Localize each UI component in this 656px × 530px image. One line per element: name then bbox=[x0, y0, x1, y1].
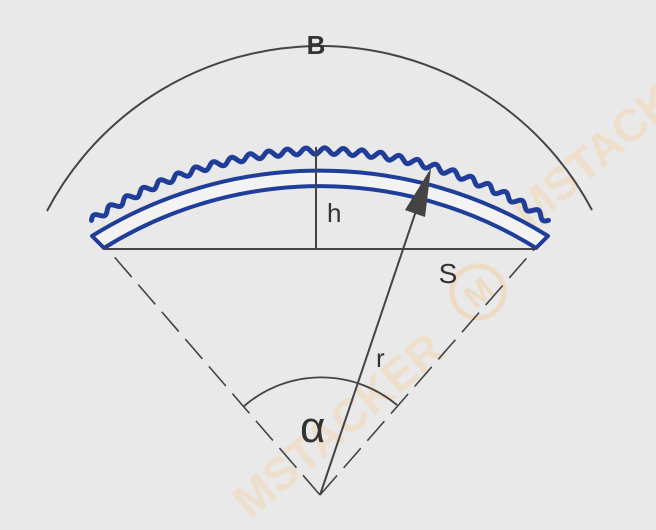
label-s: S bbox=[439, 258, 458, 289]
radius-arrowhead bbox=[405, 168, 431, 217]
left-radius-dashed bbox=[103, 244, 321, 496]
outer-arc-b bbox=[46, 45, 593, 212]
curved-band bbox=[89, 145, 551, 250]
curved-band-wavy-edge bbox=[89, 145, 551, 224]
label-alpha: α bbox=[300, 403, 325, 452]
label-r: r bbox=[376, 343, 385, 373]
radius-arrow-shaft bbox=[319, 204, 419, 496]
watermark-text-lower: MSTACKER bbox=[223, 322, 453, 527]
right-radius-dashed bbox=[319, 244, 539, 496]
angle-arc bbox=[242, 376, 398, 408]
label-h: h bbox=[327, 198, 341, 228]
radius-arrow bbox=[319, 168, 431, 496]
label-b: B bbox=[307, 30, 326, 60]
watermark-logo-letter: M bbox=[457, 270, 501, 315]
